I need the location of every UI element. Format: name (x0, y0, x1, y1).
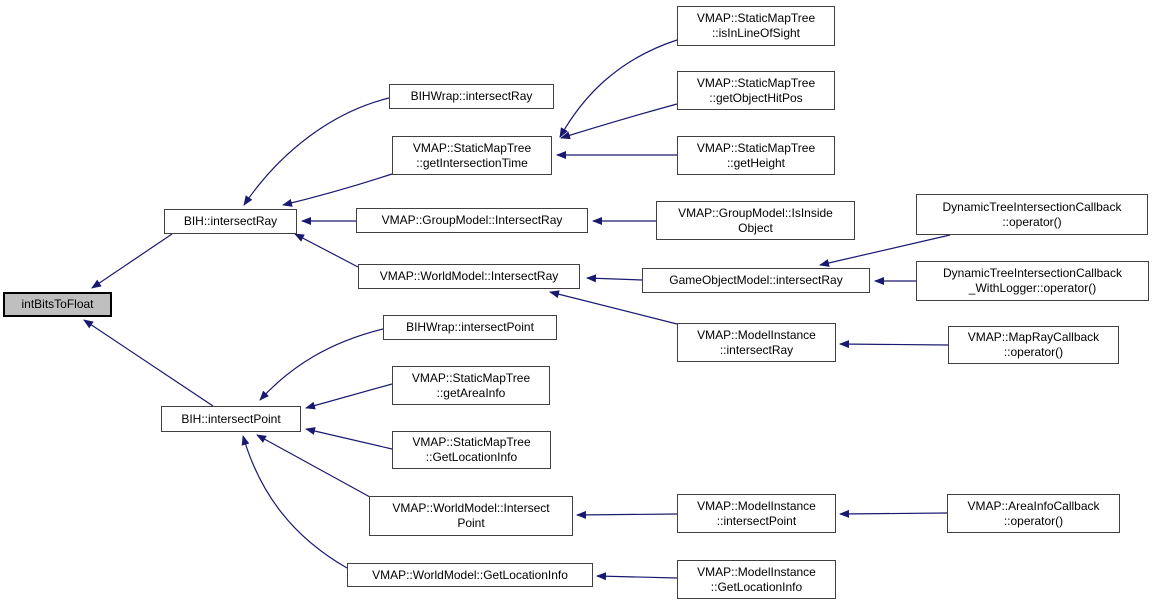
node-mrc-operator[interactable]: VMAP::MapRayCallback ::operator() (948, 326, 1119, 364)
node-dtic-operator[interactable]: DynamicTreeIntersectionCallback ::operat… (916, 194, 1148, 235)
edge-smt-isInLineOfSight--smt-getIntersectionTime (559, 39, 678, 138)
edge-bihwrap-intersectRay--bih-intersectRay (243, 97, 390, 206)
edge-bih-intersectPoint--intBitsToFloat (83, 319, 214, 407)
edge-aic-operator--mi-intersectPoint (839, 509, 948, 518)
edge-smt-getAreaInfo--bih-intersectPoint (305, 383, 393, 410)
node-smt-getAreaInfo[interactable]: VMAP::StaticMapTree ::getAreaInfo (392, 366, 550, 405)
node-bih-intersectPoint[interactable]: BIH::intersectPoint (161, 406, 301, 432)
edge-wm-IntersectRay--bih-intersectRay (294, 233, 359, 268)
edge-mi-intersectRay--wm-IntersectRay (549, 290, 678, 325)
node-mi-GetLocationInfo[interactable]: VMAP::ModelInstance ::GetLocationInfo (677, 560, 836, 599)
edge-dtic-operator--gom-intersectRay (819, 234, 951, 267)
node-smt-GetLocationInfo[interactable]: VMAP::StaticMapTree ::GetLocationInfo (392, 431, 551, 469)
node-wm-IntersectRay[interactable]: VMAP::WorldModel::IntersectRay (358, 264, 580, 289)
edge-wm-IntersectPoint--bih-intersectPoint (256, 434, 371, 498)
node-smt-isInLineOfSight[interactable]: VMAP::StaticMapTree ::isInLineOfSight (677, 6, 835, 46)
node-wm-IntersectPoint[interactable]: VMAP::WorldModel::Intersect Point (369, 496, 573, 536)
node-aic-operator[interactable]: VMAP::AreaInfoCallback ::operator() (947, 494, 1120, 533)
edge-gom-intersectRay--wm-IntersectRay (586, 274, 643, 283)
node-bihwrap-intersectRay[interactable]: BIHWrap::intersectRay (389, 84, 554, 109)
node-mi-intersectRay[interactable]: VMAP::ModelInstance ::intersectRay (677, 323, 836, 362)
node-gm-IntersectRay[interactable]: VMAP::GroupModel::IntersectRay (356, 208, 588, 233)
edge-mrc-operator--mi-intersectRay (839, 340, 949, 349)
edge-smt-GetLocationInfo--bih-intersectPoint (305, 427, 393, 450)
node-bih-intersectRay[interactable]: BIH::intersectRay (164, 209, 297, 234)
node-mi-intersectPoint[interactable]: VMAP::ModelInstance ::intersectPoint (677, 494, 836, 533)
node-dticwl-operator[interactable]: DynamicTreeIntersectionCallback _WithLog… (916, 261, 1149, 301)
node-smt-getIntersectionTime[interactable]: VMAP::StaticMapTree ::getIntersectionTim… (392, 136, 552, 175)
node-smt-getObjectHitPos[interactable]: VMAP::StaticMapTree ::getObjectHitPos (677, 71, 835, 110)
node-smt-getHeight[interactable]: VMAP::StaticMapTree ::getHeight (677, 136, 835, 175)
node-wm-GetLocationInfo[interactable]: VMAP::WorldModel::GetLocationInfo (347, 563, 593, 587)
edge-wm-GetLocationInfo--bih-intersectPoint (241, 435, 348, 569)
node-bihwrap-intersectPoint[interactable]: BIHWrap::intersectPoint (383, 315, 557, 340)
node-gom-intersectRay[interactable]: GameObjectModel::intersectRay (642, 268, 870, 293)
edge-smt-getObjectHitPos--smt-getIntersectionTime (560, 103, 678, 140)
node-gm-IsInsideObject[interactable]: VMAP::GroupModel::IsInside Object (656, 201, 855, 240)
edge-smt-getIntersectionTime--bih-intersectRay (282, 173, 393, 207)
edge-mi-intersectPoint--wm-IntersectPoint (576, 510, 678, 519)
edge-bih-intersectRay--intBitsToFloat (91, 233, 173, 289)
edge-bihwrap-intersectPoint--bih-intersectPoint (259, 328, 384, 401)
edge-mi-GetLocationInfo--wm-GetLocationInfo (596, 572, 678, 581)
node-intBitsToFloat[interactable]: intBitsToFloat (3, 292, 112, 317)
